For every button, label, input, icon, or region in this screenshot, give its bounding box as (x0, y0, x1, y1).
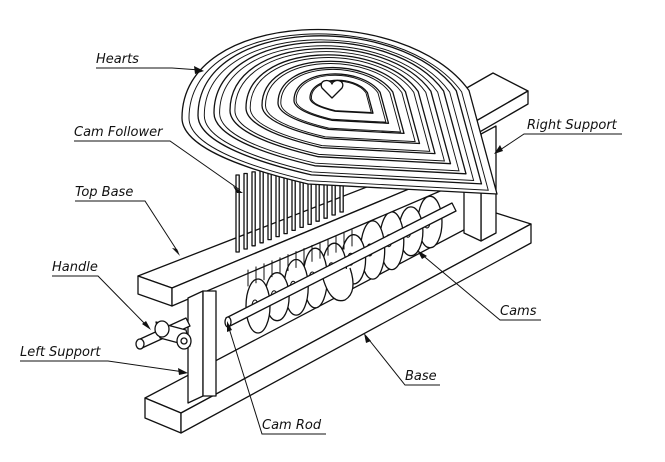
heart-ring-edge (295, 74, 387, 123)
handle-label: Handle (52, 260, 98, 275)
cam-follower-rod (275, 166, 280, 238)
heart-top (320, 79, 344, 99)
cam-follower-label: Cam Follower (74, 125, 163, 140)
hearts-label: Hearts (96, 52, 139, 67)
cam-rod-label: Cam Rod (262, 418, 322, 433)
cam-follower-rod (235, 174, 240, 253)
heart-ring-edge (219, 45, 460, 172)
heart-ring-edge (188, 33, 489, 191)
cam-lobe (321, 267, 354, 302)
hearts (181, 28, 498, 195)
cam-rod (224, 202, 457, 328)
leader-lines (20, 66, 622, 435)
top-base-label: Top Base (75, 185, 134, 200)
heart-ring-edge (265, 63, 416, 143)
heart-ring-edge (203, 39, 475, 182)
cam-follower-rod (251, 171, 256, 247)
cam-follower-rod (267, 168, 272, 241)
base-label: Base (405, 369, 437, 384)
heart-ring-edge (249, 57, 431, 152)
left-support (187, 290, 217, 404)
cam-follower-rod (259, 169, 264, 244)
cams-label: Cams (500, 304, 537, 319)
right-support-label: Right Support (527, 118, 617, 133)
heart-ring-edge (280, 68, 402, 133)
handle (135, 317, 192, 350)
heart-ring-edge (234, 51, 446, 162)
left-support-label: Left Support (20, 345, 101, 360)
base (144, 212, 532, 434)
cam-follower-rod (243, 172, 248, 250)
